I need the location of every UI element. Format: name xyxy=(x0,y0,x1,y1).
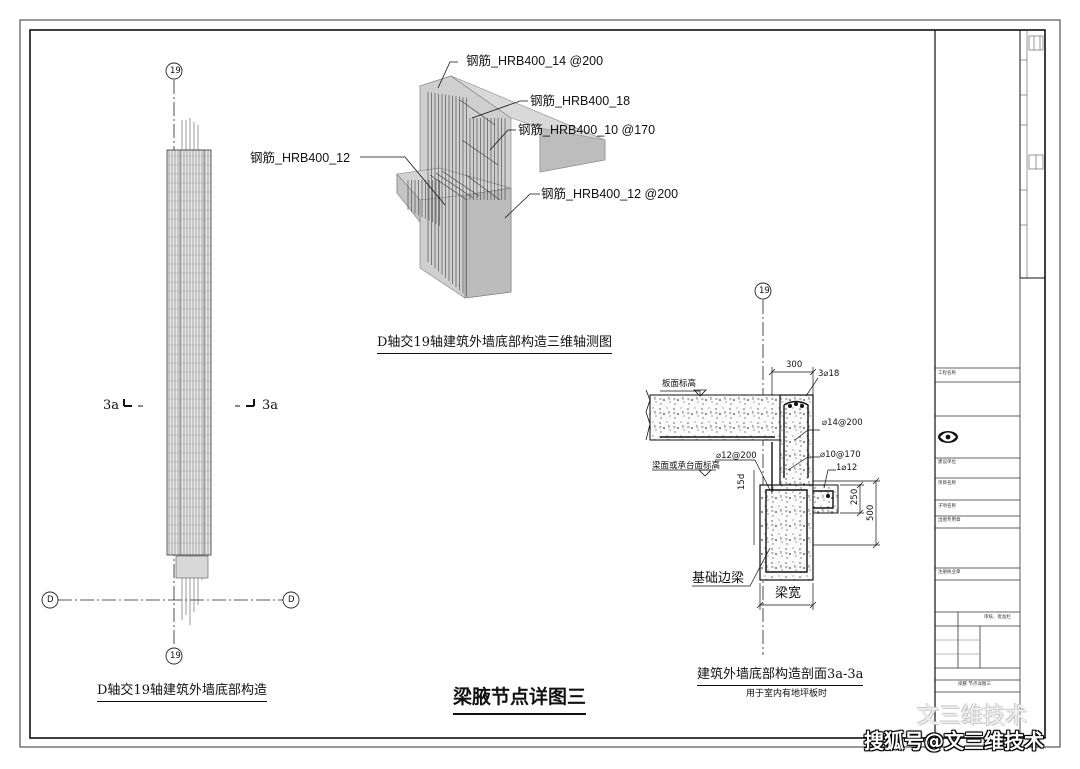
foundation-beam-label: 基础边梁 xyxy=(692,571,745,586)
iso-rebar-label-4: 钢筋_HRB400_12 xyxy=(250,151,351,165)
slab-level-label: 板面标高 xyxy=(662,379,697,389)
beam-level-label: 梁面或承台面标高 xyxy=(652,461,721,471)
axis-19-label-top: 19 xyxy=(170,66,181,76)
section-mark-left xyxy=(123,399,132,407)
watermark-bold: 搜狐号@文三维技术 xyxy=(864,729,1044,753)
dim-300-label: 300 xyxy=(786,360,803,370)
beam-haunch xyxy=(812,484,839,514)
section-subcaption: 用于室内有地坪板时 xyxy=(746,689,828,699)
tb-row-text-1: 建设单位 xyxy=(938,460,956,465)
axis-19-bubble-bottom xyxy=(165,647,183,665)
wall-elevation xyxy=(166,149,212,556)
iso-rebar-label-3: 钢筋_HRB400_10 @170 xyxy=(518,123,656,137)
axis-d-label-left: D xyxy=(47,595,54,605)
section-axis-19-bubble xyxy=(754,282,772,300)
axis-19-bubble-top xyxy=(165,62,183,80)
beam-width-label: 梁宽 xyxy=(775,586,802,601)
foundation-beam xyxy=(759,484,814,581)
tb-revision-label: 审核、批准栏 xyxy=(984,615,1011,620)
iso-rebar-label-1: 钢筋_HRB400_14 @200 xyxy=(466,54,604,68)
rebar-12-200-label: ⌀12@200 xyxy=(716,451,757,461)
rebar-14-200-label: ⌀14@200 xyxy=(822,418,863,428)
section-mark-right xyxy=(246,399,255,407)
floor-slab xyxy=(649,394,781,441)
tb-drawing-label: 梁腋 节点详图三 xyxy=(958,682,991,687)
axis-d-bubble-right xyxy=(282,591,300,609)
dim-250-label: 250 xyxy=(850,488,860,505)
sheet-title: 梁腋节点详图三 xyxy=(453,688,587,715)
isometric-caption: D轴交19轴建筑外墙底部构造三维轴测图 xyxy=(377,336,612,354)
isometric-view xyxy=(360,61,606,299)
elevation-view xyxy=(41,62,300,665)
axis-d-label-right: D xyxy=(288,595,295,605)
company-logo-icon xyxy=(938,431,958,443)
section-caption: 建筑外墙底部构造剖面3a-3a xyxy=(697,668,864,686)
title-block xyxy=(934,30,1045,738)
tb-row-text-4: 出图专用章 xyxy=(938,518,961,523)
dim-500-label: 500 xyxy=(866,504,876,521)
section-mark-label-right: 3a xyxy=(262,398,279,413)
section-mark-label-left: 3a xyxy=(103,398,120,413)
watermark-faint: 文三维技术 xyxy=(917,704,1028,729)
iso-rebar-label-5: 钢筋_HRB400_12 @200 xyxy=(541,187,679,201)
rebar-1-12-label: 1⌀12 xyxy=(836,463,858,473)
axis-19-label-bottom: 19 xyxy=(170,651,181,661)
elevation-caption: D轴交19轴建筑外墙底部构造 xyxy=(97,684,267,702)
inner-border xyxy=(29,29,1046,739)
axis-d-bubble-left xyxy=(41,591,59,609)
section-axis-19-label: 19 xyxy=(759,286,770,296)
tb-row-text-2: 项目名称 xyxy=(938,481,956,486)
iso-rebar-label-2: 钢筋_HRB400_18 xyxy=(530,94,631,108)
tb-row-text-5: 注册执业章 xyxy=(938,570,961,575)
rebar-10-170-label: ⌀10@170 xyxy=(820,450,861,460)
rebar-3-18-label: 3⌀18 xyxy=(818,369,840,379)
dim-15d-label: 15d xyxy=(737,473,747,490)
tb-drawing-name-label: 工程名称 xyxy=(938,371,956,376)
section-view xyxy=(645,282,880,655)
tb-row-text-3: 子项名称 xyxy=(938,504,956,509)
outer-border xyxy=(19,19,1061,748)
